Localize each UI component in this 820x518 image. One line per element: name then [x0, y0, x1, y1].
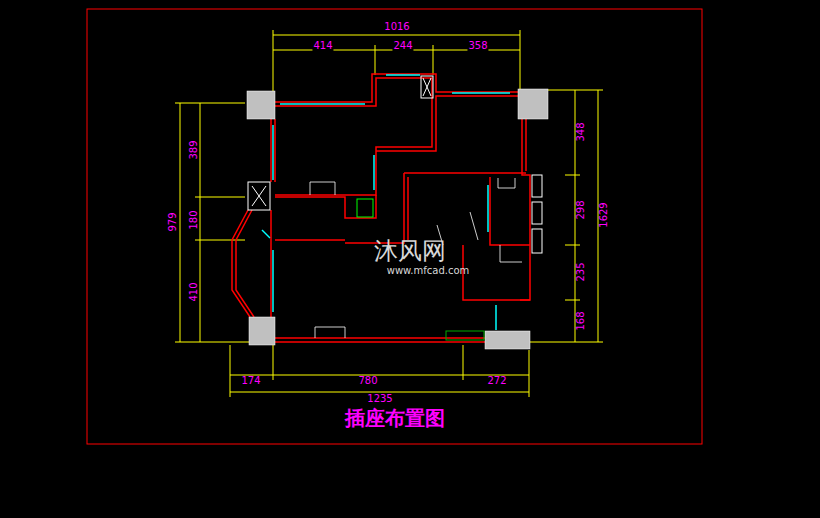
dimension-text: 180: [189, 209, 199, 230]
watermark: www.mfcad.com: [386, 266, 471, 276]
dimension-text: 298: [576, 199, 586, 220]
drawing-title: 插座布置图: [345, 408, 445, 428]
dimension-text: 174: [240, 376, 261, 386]
dimension-text: 389: [189, 139, 199, 160]
dimension-text: 979: [168, 211, 178, 232]
dimension-text: 348: [576, 121, 586, 142]
dimension-text: 235: [576, 261, 586, 282]
dimension-text: 780: [357, 376, 378, 386]
dimension-text: 358: [467, 41, 488, 51]
watermark: 沐风网: [373, 239, 447, 263]
dimension-text: 1235: [366, 394, 393, 404]
dimension-text: 414: [312, 41, 333, 51]
dimension-text: 1629: [599, 201, 609, 228]
dimension-text: 272: [486, 376, 507, 386]
dimension-text: 410: [189, 281, 199, 302]
dimension-text: 1016: [383, 22, 410, 32]
dimension-text: 168: [576, 310, 586, 331]
dimension-text: 244: [392, 41, 413, 51]
